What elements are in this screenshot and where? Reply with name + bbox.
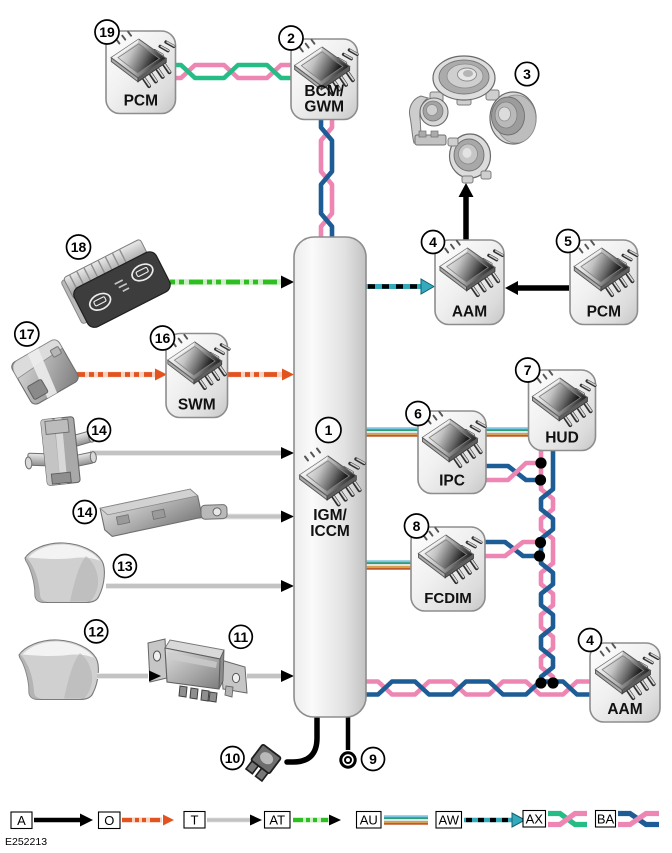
svg-text:12: 12 xyxy=(88,623,104,639)
svg-text:E252213: E252213 xyxy=(5,836,47,848)
svg-text:AU: AU xyxy=(360,813,378,828)
svg-text:16: 16 xyxy=(155,330,171,346)
svg-text:3: 3 xyxy=(523,66,531,82)
svg-text:T: T xyxy=(191,813,199,828)
svg-text:5: 5 xyxy=(564,233,572,249)
svg-text:7: 7 xyxy=(524,362,532,378)
svg-text:AAM: AAM xyxy=(452,304,487,321)
svg-text:1: 1 xyxy=(325,422,333,438)
svg-text:17: 17 xyxy=(19,326,35,342)
svg-text:2: 2 xyxy=(287,30,295,46)
svg-text:14: 14 xyxy=(91,422,107,438)
svg-text:13: 13 xyxy=(117,558,133,574)
svg-text:8: 8 xyxy=(413,518,421,534)
svg-text:AAM: AAM xyxy=(607,701,642,718)
svg-text:PCM: PCM xyxy=(587,304,621,321)
svg-text:A: A xyxy=(17,813,26,828)
svg-text:SWM: SWM xyxy=(178,397,216,414)
svg-text:11: 11 xyxy=(233,629,248,645)
svg-text:9: 9 xyxy=(369,751,377,767)
svg-text:PCM: PCM xyxy=(124,93,158,110)
svg-text:18: 18 xyxy=(71,239,87,255)
svg-text:GWM: GWM xyxy=(304,99,344,116)
svg-text:ICCM: ICCM xyxy=(310,523,350,540)
svg-text:10: 10 xyxy=(225,750,241,766)
svg-text:AX: AX xyxy=(526,812,544,827)
svg-text:O: O xyxy=(104,813,114,828)
svg-text:19: 19 xyxy=(99,24,115,40)
svg-text:FCDIM: FCDIM xyxy=(424,590,472,607)
svg-text:IPC: IPC xyxy=(439,473,465,490)
svg-text:6: 6 xyxy=(414,406,422,422)
svg-text:IGM/: IGM/ xyxy=(313,507,347,524)
svg-text:BA: BA xyxy=(597,812,615,827)
svg-text:AW: AW xyxy=(439,813,460,828)
svg-text:4: 4 xyxy=(429,234,437,250)
svg-text:AT: AT xyxy=(269,813,285,828)
svg-text:4: 4 xyxy=(586,632,594,648)
svg-text:BCM/: BCM/ xyxy=(304,83,344,100)
svg-text:14: 14 xyxy=(77,504,93,520)
svg-text:HUD: HUD xyxy=(545,430,579,447)
